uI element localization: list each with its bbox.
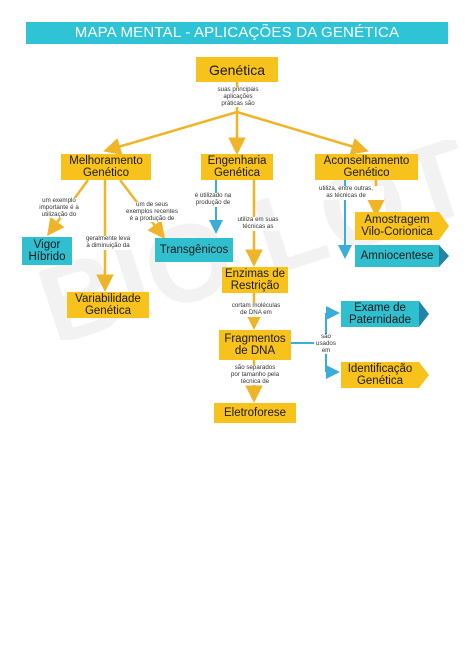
node-aconselhamento-line2: Genético xyxy=(343,167,390,179)
label-geralmente-1: geralmente leva xyxy=(85,235,131,242)
label-um-de-seus: um de seus exemplos recentes é a produçã… xyxy=(122,201,182,223)
node-aconselhamento-line1: Aconselhamento xyxy=(323,155,410,167)
node-exame-line1: Exame de xyxy=(354,302,406,314)
label-cortam-2: de DNA em xyxy=(240,308,272,316)
label-geralmente: geralmente leva à diminuição da xyxy=(82,235,134,250)
label-e-utilizado: é utilizado na produção de xyxy=(188,192,238,207)
label-utiliza-suas-1: utiliza em suas xyxy=(237,216,279,223)
node-engenharia-line1: Engenharia xyxy=(207,155,267,167)
node-melhoramento-line2: Genético xyxy=(82,167,129,179)
exame-arrow-tip xyxy=(419,301,429,327)
label-utiliza-suas: utiliza em suas técnicas as xyxy=(232,216,284,231)
label-utiliza-suas-2: técnicas as xyxy=(242,222,274,230)
label-um-exemplo-2: importante é a xyxy=(39,203,79,211)
label-um-exemplo-1: um exemplo xyxy=(42,197,76,204)
label-sao-usados: são usados em xyxy=(314,333,338,355)
label-um-de-seus-3: é a produção de xyxy=(129,214,175,222)
label-utiliza-entre: utiliza, entre outras, as técnicas de xyxy=(308,185,384,200)
label-sao-usados-2: usados xyxy=(316,339,336,347)
page-title: MAPA MENTAL - APLICAÇÕES DA GENÉTICA xyxy=(26,22,448,44)
node-fragmentos-line2: de DNA xyxy=(234,345,276,357)
label-um-de-seus-2: exemplos recentes xyxy=(126,207,178,215)
label-sao-usados-1: são xyxy=(321,333,331,340)
node-enzimas-line1: Enzimas de xyxy=(224,268,286,280)
node-identificacao-line1: Identificação xyxy=(347,363,413,375)
label-cortam: cortam moléculas de DNA em xyxy=(228,302,284,317)
node-transgenicos: Transgênicos xyxy=(155,238,233,262)
label-utiliza-entre-2: as técnicas de xyxy=(326,191,366,199)
label-sao-separados-3: técnica de xyxy=(240,377,270,385)
label-suas-2: aplicações xyxy=(223,92,253,100)
label-sao-separados-1: são separados xyxy=(234,364,276,371)
label-cortam-1: cortam moléculas xyxy=(231,302,281,309)
label-geralmente-2: à diminuição da xyxy=(86,241,130,249)
node-amostragem-line2: Vilo-Corionica xyxy=(361,226,433,238)
label-suas-3: práticas são xyxy=(221,99,255,107)
node-amostragem-line1: Amostragem xyxy=(364,214,430,226)
node-variabilidade-line2: Genética xyxy=(84,305,131,317)
node-eletroforese-label: Eletroforese xyxy=(223,407,286,419)
node-genetica-label: Genética xyxy=(208,61,266,78)
node-fragmentos-line1: Fragmentos xyxy=(224,333,286,345)
label-um-exemplo: um exemplo importante é a utilização do xyxy=(34,197,84,219)
node-genetica: Genética xyxy=(196,57,278,82)
label-e-utilizado-2: produção de xyxy=(195,198,231,206)
label-sao-separados-2: por tamanho pela xyxy=(230,370,280,378)
label-e-utilizado-1: é utilizado na xyxy=(194,192,232,199)
node-engenharia-line2: Genética xyxy=(213,167,260,179)
label-sao-usados-3: em xyxy=(321,346,331,354)
label-um-de-seus-1: um de seus xyxy=(136,201,168,208)
identificacao-arrow-tip xyxy=(419,362,429,388)
amniocentese-arrow-tip xyxy=(439,245,449,267)
node-enzimas-line2: Restrição xyxy=(230,280,280,292)
label-utiliza-entre-1: utiliza, entre outras, xyxy=(319,185,373,192)
node-eletroforese: Eletroforese xyxy=(214,403,296,423)
label-suas-1: suas principais xyxy=(217,86,259,93)
node-exame-line2: Paternidade xyxy=(348,314,412,326)
node-vigor-line1: Vigor xyxy=(33,239,61,251)
node-melhoramento-line1: Melhoramento xyxy=(69,155,143,167)
label-suas-aplicacoes: suas principais aplicações práticas são xyxy=(208,86,268,108)
node-identificacao-line2: Genética xyxy=(356,375,403,387)
node-amniocentese: Amniocentese xyxy=(355,245,439,267)
label-um-exemplo-3: utilização do xyxy=(41,210,77,218)
amostragem-arrow-tip xyxy=(439,212,449,240)
node-transgenicos-label: Transgênicos xyxy=(159,244,229,256)
label-sao-separados: são separados por tamanho pela técnica d… xyxy=(224,364,286,386)
node-variabilidade-line1: Variabilidade xyxy=(75,293,141,305)
node-vigor-line2: Híbrido xyxy=(28,251,66,263)
node-amniocentese-label: Amniocentese xyxy=(360,250,434,262)
